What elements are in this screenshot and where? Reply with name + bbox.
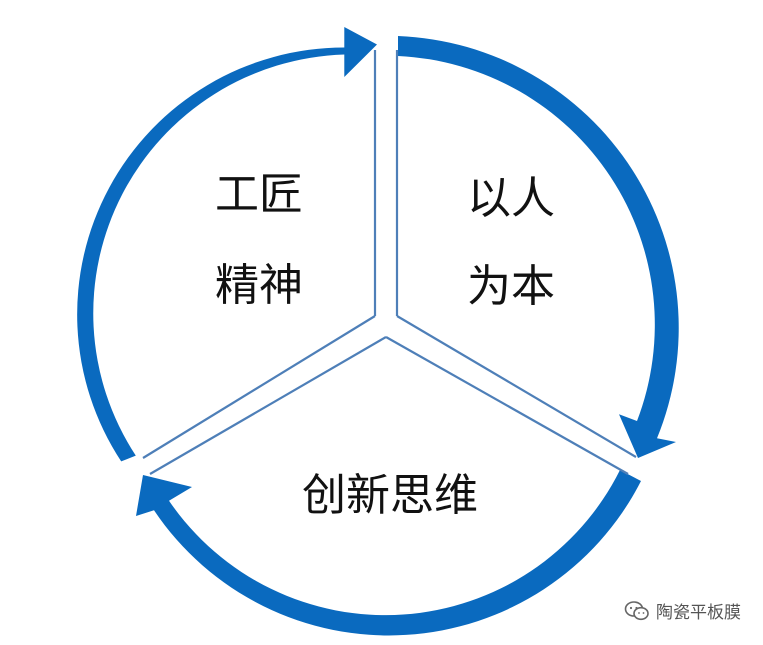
segment-bottom-label: 创新思维 [302,470,478,521]
segment-left-line2: 精神 [215,260,303,311]
segment-right-line2: 为本 [467,261,555,312]
wechat-icon [624,600,649,620]
watermark-text: 陶瓷平板膜 [656,603,741,623]
watermark: 陶瓷平板膜 [624,598,741,623]
ring-arrow-right [398,36,679,458]
divider-lines [142,50,637,475]
segment-left-line1: 工匠 [215,169,303,220]
ring-arrow-bottom [136,470,641,636]
ring-arrow-top-left [77,27,377,462]
segment-right-line1: 以人 [467,173,555,224]
